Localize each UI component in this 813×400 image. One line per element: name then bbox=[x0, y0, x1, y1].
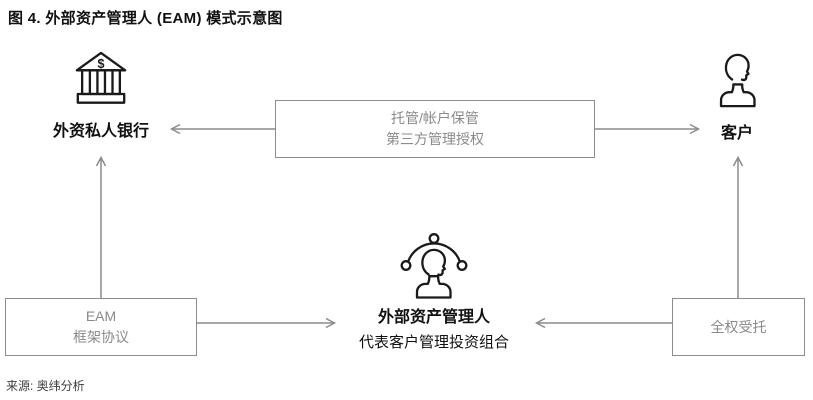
person-network-icon bbox=[400, 233, 468, 299]
custody-box: 托管/帐户保管 第三方管理授权 bbox=[275, 100, 595, 158]
eam-label: 外部资产管理人 bbox=[377, 309, 490, 326]
mandate-box: 全权受托 bbox=[672, 298, 805, 356]
client-label: 客户 bbox=[720, 125, 753, 142]
custody-box-line1: 托管/帐户保管 bbox=[391, 110, 479, 126]
figure-title: 图 4. 外部资产管理人 (EAM) 模式示意图 bbox=[8, 10, 283, 27]
svg-text:$: $ bbox=[98, 57, 105, 71]
custody-box-line2: 第三方管理授权 bbox=[386, 131, 484, 147]
node-client: 客户 bbox=[657, 50, 813, 143]
eam-sublabel: 代表客户管理投资组合 bbox=[358, 334, 509, 351]
framework-box-line1: EAM bbox=[85, 308, 117, 324]
framework-box-line2: 框架协议 bbox=[73, 329, 129, 345]
person-icon bbox=[719, 53, 756, 108]
mandate-box-line1: 全权受托 bbox=[710, 318, 767, 335]
node-bank: $ 外资私人银行 bbox=[21, 50, 181, 141]
framework-agreement-box: EAM 框架协议 bbox=[5, 298, 197, 356]
bank-icon: $ bbox=[75, 51, 127, 104]
bank-label: 外资私人银行 bbox=[52, 123, 149, 140]
source-note: 来源: 奥纬分析 bbox=[6, 379, 85, 393]
node-eam: 外部资产管理人 代表客户管理投资组合 bbox=[324, 226, 544, 352]
